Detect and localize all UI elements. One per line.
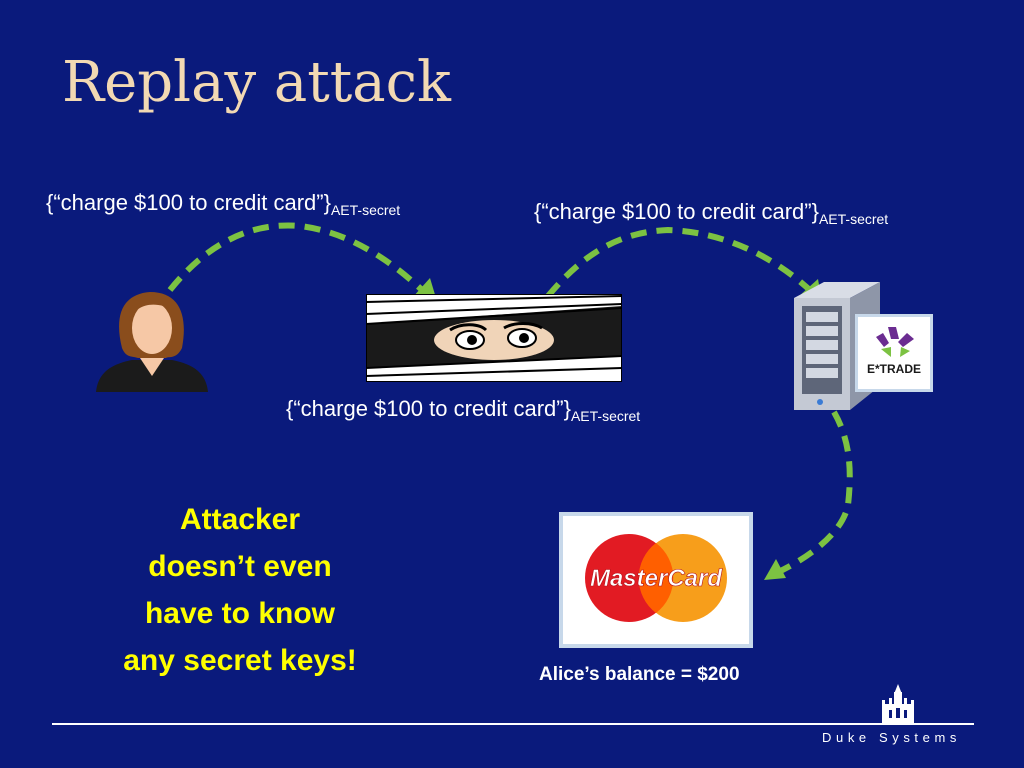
message-label-3: {“charge $100 to credit card”}AET-secret <box>286 396 640 424</box>
balance-text: Alice’s balance = $200 <box>539 664 740 685</box>
message-text: {“charge $100 to credit card”} <box>534 199 819 224</box>
message-subscript: AET-secret <box>570 408 641 424</box>
footer-divider <box>52 723 974 725</box>
message-subscript: AET-secret <box>330 202 401 218</box>
note-line: doesn’t even <box>148 550 332 583</box>
message-subscript: AET-secret <box>818 211 889 227</box>
note-line: Attacker <box>179 503 301 536</box>
slide-title: Replay attack <box>62 50 451 115</box>
arrowhead-1 <box>412 278 436 298</box>
arrowhead-3 <box>764 559 786 580</box>
message-label-2: {“charge $100 to credit card”}AET-secret <box>534 199 888 227</box>
arrow-alice-to-eve <box>167 222 425 293</box>
etrade-wordmark: E*TRADE <box>867 362 921 376</box>
etrade-mark: E*TRADE <box>867 327 921 376</box>
duke-chapel-icon <box>882 684 914 724</box>
note-line: any secret keys! <box>123 644 357 677</box>
message-text: {“charge $100 to credit card”} <box>46 190 331 215</box>
attacker-note: Attacker doesn’t even have to know any s… <box>100 496 380 684</box>
mastercard-wordmark: MasterCard <box>590 565 723 592</box>
message-label-1: {“charge $100 to credit card”}AET-secret <box>46 190 400 218</box>
etrade-logo: E*TRADE <box>855 314 933 392</box>
alice-person-icon <box>96 292 208 392</box>
mastercard-logo: MasterCard <box>559 512 753 648</box>
mastercard-mark: MasterCard <box>585 534 727 622</box>
arrow-server-to-card <box>772 410 853 577</box>
arrow-eve-to-server <box>545 226 815 298</box>
eavesdropper-blinds-icon <box>366 294 622 382</box>
note-line: have to know <box>144 597 336 630</box>
footer-text: Duke Systems <box>822 730 962 745</box>
message-text: {“charge $100 to credit card”} <box>286 396 571 421</box>
